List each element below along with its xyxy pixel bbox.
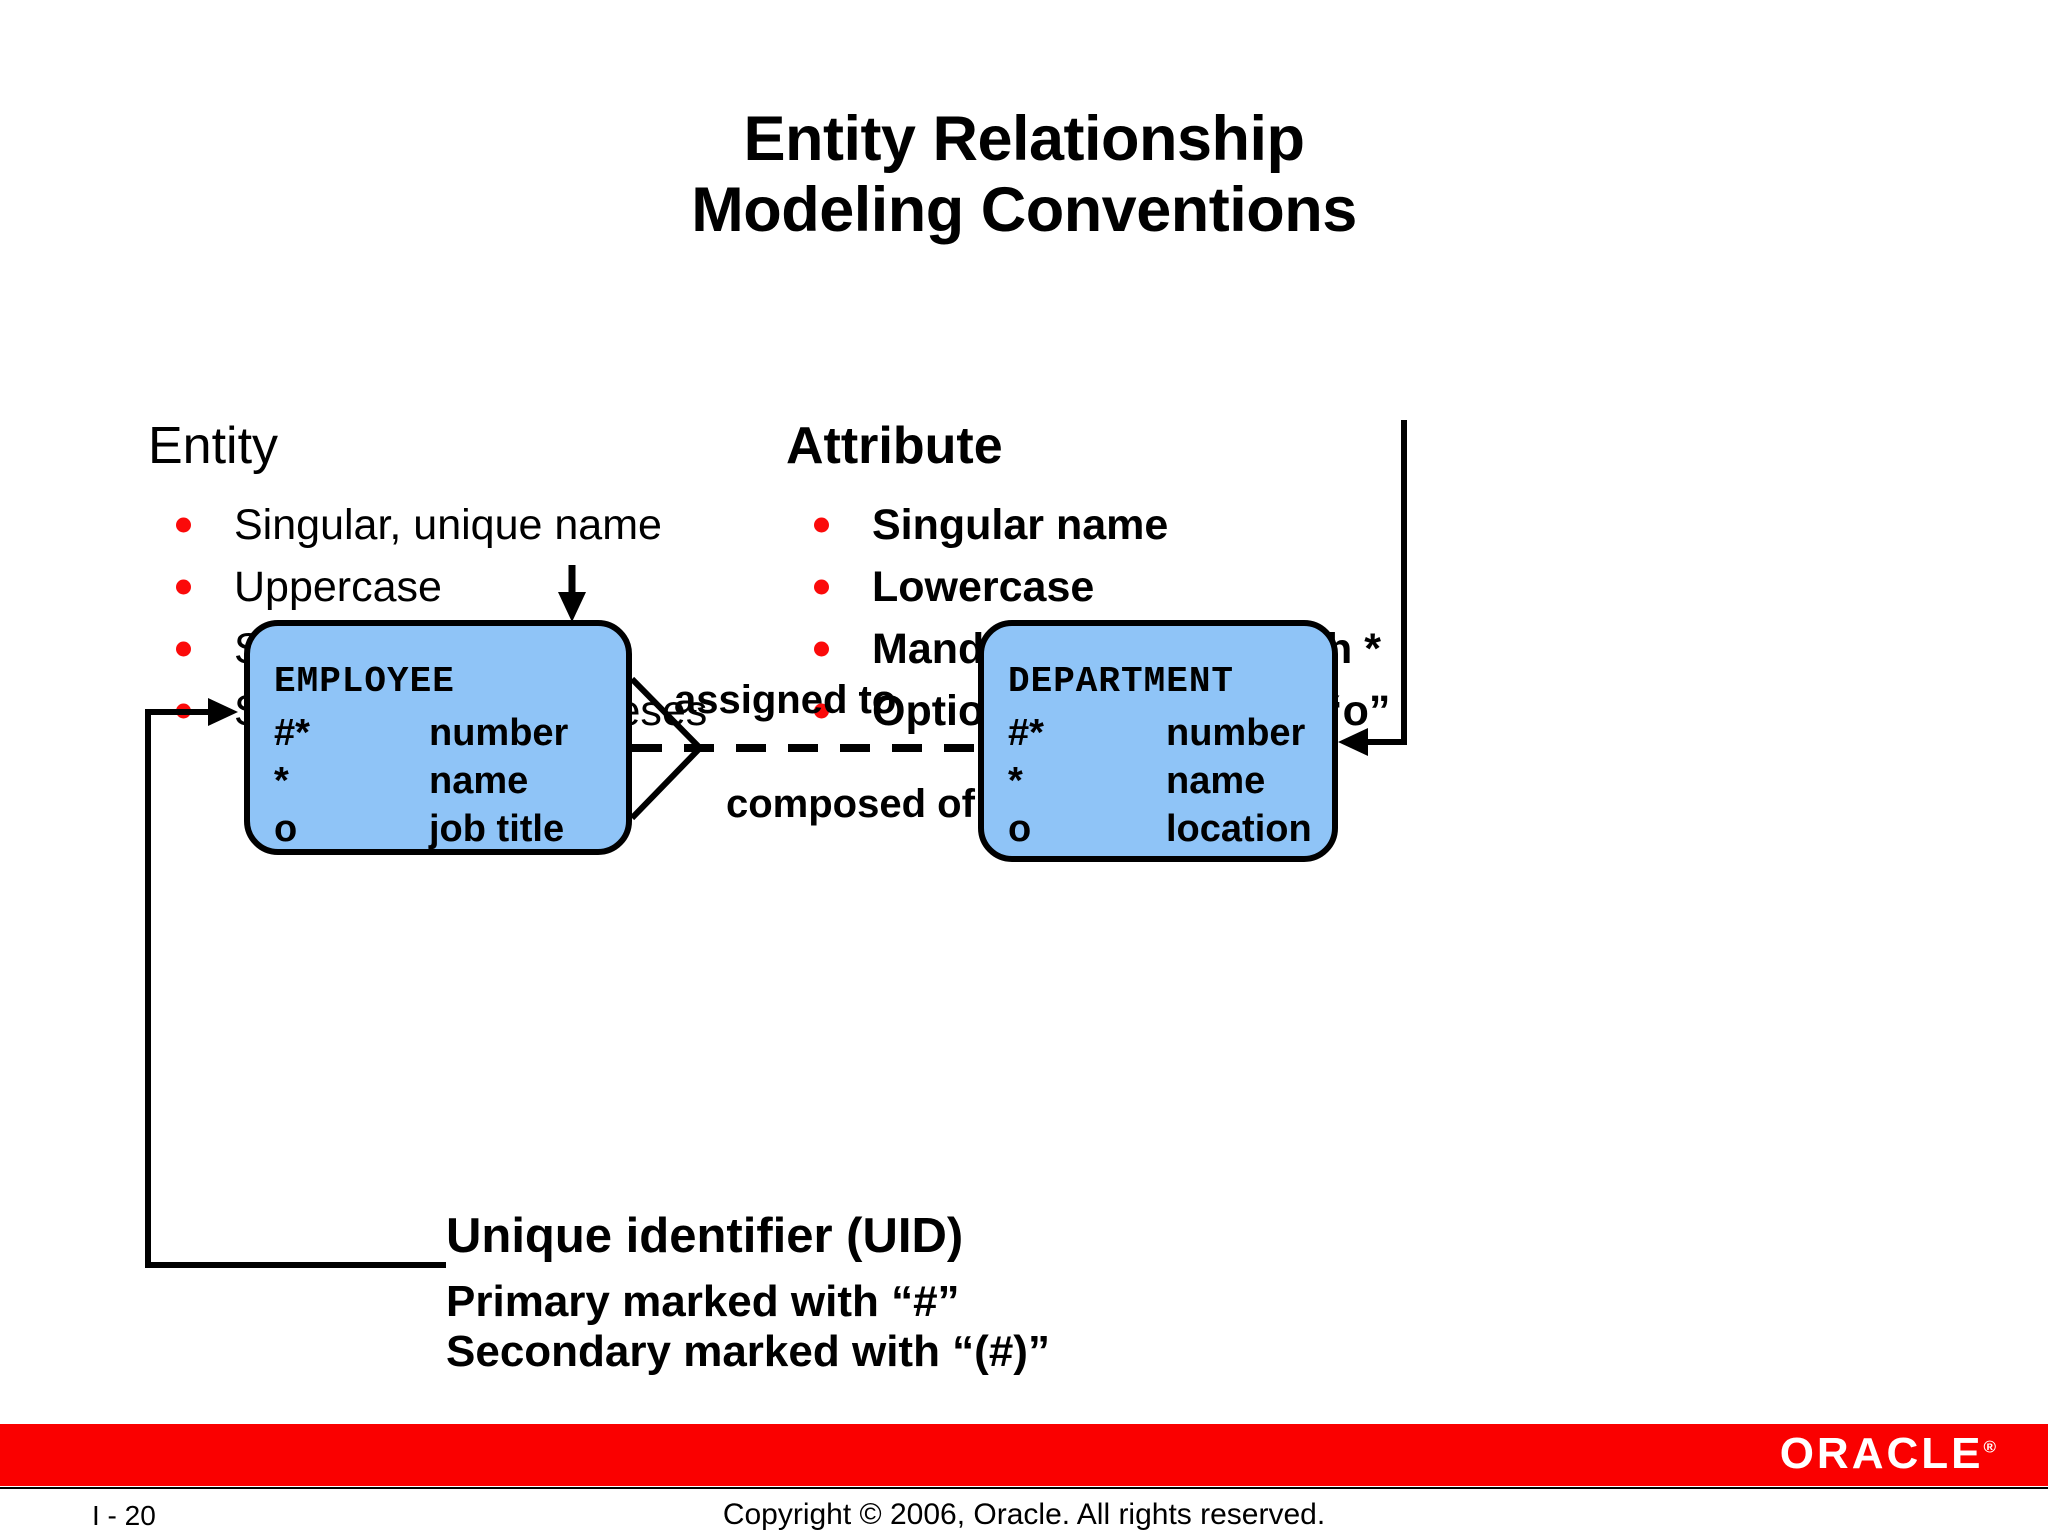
relationship-label-composed-of: composed of <box>726 782 975 826</box>
attribute-row: o location <box>1008 810 1332 858</box>
entity-box-department[interactable]: DEPARTMENT #* number * name o location <box>978 620 1338 862</box>
bullet-dot-icon <box>814 517 829 533</box>
attribute-row: #* number <box>1008 714 1332 762</box>
attribute-marker: * <box>1008 760 1023 802</box>
title-line-1: Entity Relationship <box>743 104 1305 174</box>
bullet-dot-icon <box>814 703 829 719</box>
copyright-notice: Copyright © 2006, Oracle. All rights res… <box>722 1498 1326 1531</box>
footer-bar <box>0 1424 2048 1486</box>
attribute-section-heading: Attribute <box>786 417 1003 475</box>
oracle-wordmark: ORACLE <box>1779 1429 1984 1478</box>
uid-section: Unique identifier (UID) Primary marked w… <box>446 1212 1050 1376</box>
entity-bullet-1: Uppercase <box>234 562 442 611</box>
attribute-bullet-0: Singular name <box>872 500 1169 549</box>
attribute-name: location <box>1166 808 1312 850</box>
bullet-dot-icon <box>814 641 829 657</box>
footer-divider <box>0 1487 2048 1489</box>
attribute-marker: o <box>274 808 298 850</box>
oracle-logo: ORACLE® <box>1780 1432 1996 1476</box>
attribute-list-employee: #* number * name o job title <box>274 714 626 858</box>
slide-number: I - 20 <box>92 1500 156 1531</box>
attribute-marker: #* <box>1008 712 1044 754</box>
attribute-name: number <box>429 712 569 754</box>
bullet-dot-icon <box>176 579 191 595</box>
title-line-2: Modeling Conventions <box>691 175 1357 246</box>
entity-bullet-0: Singular, unique name <box>234 500 662 549</box>
attribute-name: name <box>1166 760 1266 802</box>
attribute-marker: o <box>1008 808 1032 850</box>
attribute-marker: * <box>274 760 289 802</box>
attribute-row: o job title <box>274 810 626 858</box>
registered-trademark-icon: ® <box>1983 1437 1996 1457</box>
attribute-row: * name <box>1008 762 1332 810</box>
entity-name-employee: EMPLOYEE <box>274 661 455 702</box>
uid-line-primary: Primary marked with “#” <box>446 1277 960 1326</box>
attribute-name: number <box>1166 712 1306 754</box>
uid-title: Unique identifier (UID) <box>446 1209 964 1263</box>
attribute-list-department: #* number * name o location <box>1008 714 1332 858</box>
entity-name-department: DEPARTMENT <box>1008 661 1235 702</box>
list-item: Uppercase <box>148 556 768 618</box>
entity-box-employee[interactable]: EMPLOYEE #* number * name o job title <box>244 620 632 855</box>
list-item: Lowercase <box>786 556 1486 618</box>
bullet-dot-icon <box>176 703 191 719</box>
attribute-row: #* number <box>274 714 626 762</box>
list-item: Singular name <box>786 494 1486 556</box>
attribute-marker: #* <box>274 712 310 754</box>
attribute-bullet-1: Lowercase <box>872 562 1095 611</box>
relationship-label-assigned-to: assigned to <box>674 678 897 722</box>
attribute-row: * name <box>274 762 626 810</box>
bullet-dot-icon <box>176 517 191 533</box>
attribute-name: name <box>429 760 529 802</box>
list-item: Singular, unique name <box>148 494 768 556</box>
bullet-dot-icon <box>814 579 829 595</box>
attribute-name: job title <box>429 808 565 850</box>
entity-section-heading: Entity <box>148 417 279 475</box>
page-title: Entity Relationship Modeling Conventions <box>0 104 2048 246</box>
bullet-dot-icon <box>176 641 191 657</box>
uid-line-secondary: Secondary marked with “(#)” <box>446 1326 1050 1376</box>
